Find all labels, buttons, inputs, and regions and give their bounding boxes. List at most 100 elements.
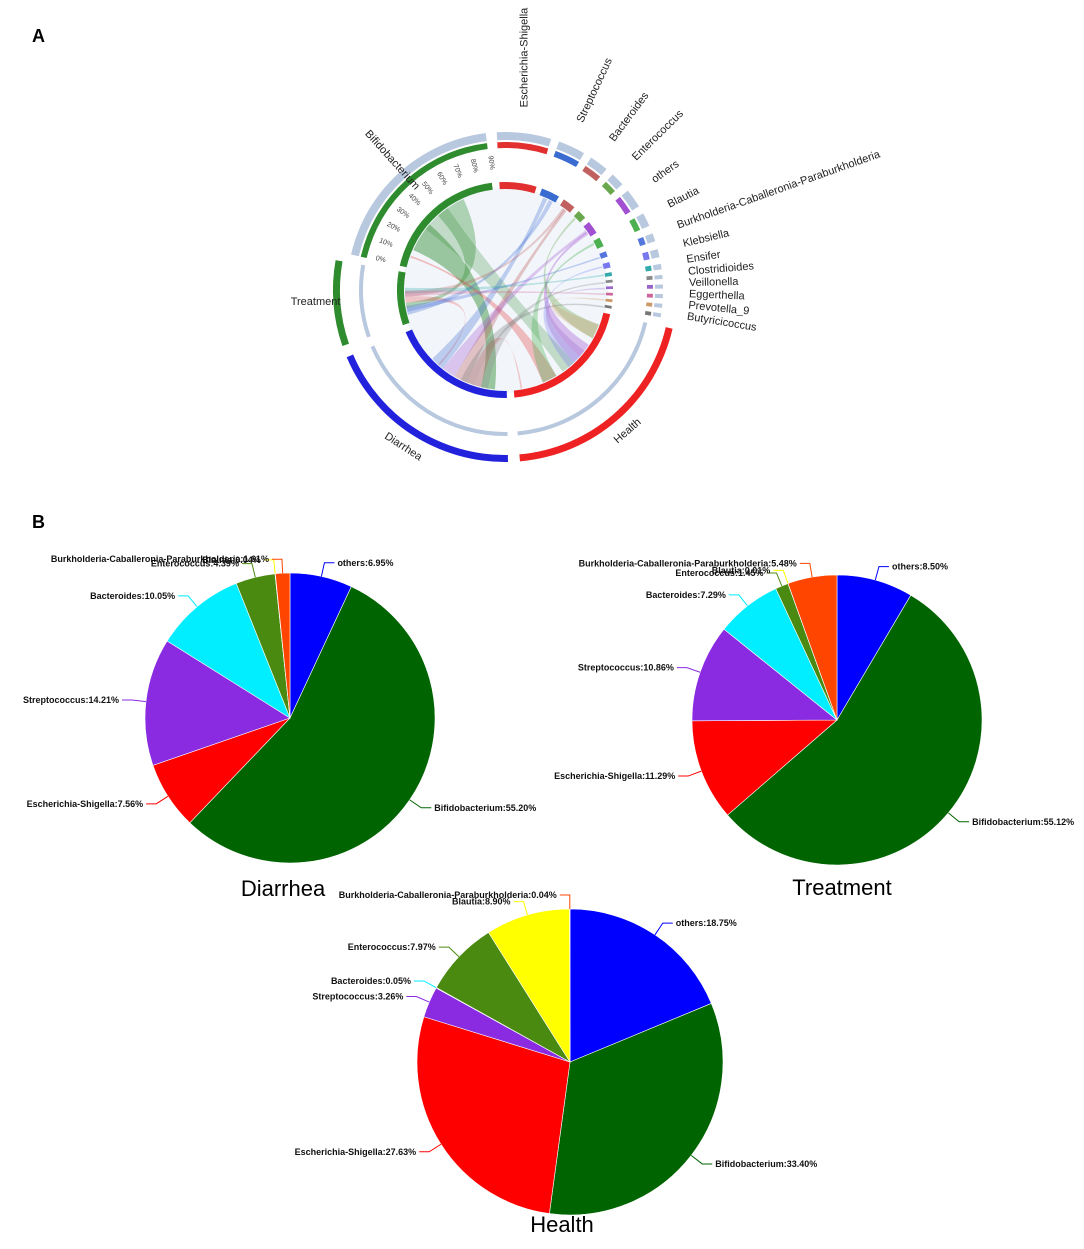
pie-leader-burkholderia-caballeronia-paraburkholderia	[799, 562, 813, 578]
chord-mid-arc-health	[517, 321, 648, 436]
pie-slice-streptococcus	[691, 628, 838, 722]
chord-ribbon-streptococcus-diarrhea	[432, 197, 548, 369]
chord-tick-label: 30%	[395, 206, 410, 220]
chord-outer-arc-prevotella-9	[654, 303, 663, 308]
chord-inner-arc-ensifer	[604, 272, 613, 277]
chord-inner-arc-butyricicoccus	[604, 304, 612, 309]
chord-mid-arc-ensifer	[645, 265, 652, 272]
pie-leader-others	[874, 566, 889, 581]
chord-mid-arc-prevotella-9	[646, 302, 653, 307]
pie-label-streptococcus: Streptococcus:14.21%	[23, 695, 119, 705]
pie-label-escherichia-shigella: Escherichia-Shigella:27.63%	[295, 1147, 417, 1157]
chord-ribbon-bifidobacterium-diarrhea	[413, 224, 497, 390]
pie-label-bifidobacterium: Bifidobacterium:55.20%	[434, 803, 536, 813]
pie-label-blautia: Blautia:0.04%	[202, 555, 261, 565]
pie-slice-streptococcus	[144, 640, 291, 766]
chord-inner-arc-eggerthella	[605, 292, 613, 296]
chord-inner-arc-clostridioides	[605, 279, 613, 283]
chord-ribbon-klebsiella-health	[543, 266, 603, 368]
chord-inner-arc-burkholderia-caballeronia-paraburkholderia	[599, 251, 608, 259]
pie-title-treatment: Treatment	[792, 875, 891, 900]
chord-mid-arc-eggerthella	[646, 293, 653, 298]
chord-outer-arc-klebsiella	[649, 249, 660, 259]
pie-label-others: others:18.75%	[676, 918, 737, 928]
chord-label-streptococcus: Streptococcus	[575, 56, 616, 125]
chord-ribbon-burkholderia-caballeronia-paraburkholderia-treatment	[406, 256, 600, 312]
pie-leader-enterococcus	[241, 563, 256, 578]
chord-outer-arc-streptococcus	[556, 141, 584, 161]
chord-ribbon-bacteroides-diarrhea	[454, 209, 567, 383]
pie-label-escherichia-shigella: Escherichia-Shigella:7.56%	[27, 799, 144, 809]
pie-leader-others	[654, 922, 673, 936]
chord-ribbon-bifidobacterium-health	[425, 208, 575, 372]
chord-tick-label: 60%	[435, 171, 448, 187]
pie-slice-blautia	[488, 908, 571, 1064]
pie-leader-escherichia-shigella	[419, 1143, 442, 1153]
pie-leader-blautia	[263, 559, 276, 574]
chord-inner-arc-veillonella	[605, 286, 613, 290]
chord-diagram: 0%10%20%30%40%50%60%70%80%90%Bifidobacte…	[291, 7, 883, 464]
pie-label-burkholderia-caballeronia-paraburkholderia: Burkholderia-Caballeronia-Paraburkholder…	[51, 554, 269, 564]
pie-charts: others:6.95% Bifidobacterium:55.20% Escher…	[23, 554, 1074, 1237]
chord-mid-arc-butyricicoccus	[644, 310, 652, 316]
chord-inner-arc-prevotella-9	[605, 298, 613, 303]
chord-mid-arc-streptococcus	[553, 150, 579, 168]
pie-leader-blautia	[773, 569, 789, 584]
chord-mid-arc-veillonella	[646, 284, 653, 289]
pie-label-bacteroides: Bacteroides:0.05%	[331, 976, 411, 986]
chord-outer-arc-blautia	[636, 213, 650, 229]
chord-outer-arc-bacteroides	[586, 157, 607, 176]
chord-ribbon-others-diarrhea	[442, 230, 588, 377]
chord-ribbon-butyricicoccus-diarrhea	[460, 303, 604, 386]
chord-inner-arc-escherichia-shigella	[499, 182, 537, 194]
chord-label-bacteroides: Bacteroides	[607, 90, 651, 144]
chord-inner-arc-others	[583, 222, 597, 237]
pie-leader-burkholderia-caballeronia-paraburkholderia	[271, 558, 284, 574]
pie-leader-bifidobacterium	[948, 812, 970, 823]
chord-mid-arc-treatment	[359, 264, 371, 338]
chord-tick-label: 50%	[420, 181, 434, 196]
chord-outer-arc-eggerthella	[654, 293, 663, 299]
chord-ribbon-enterococcus-health	[543, 217, 599, 339]
chord-outer-arc-veillonella	[654, 284, 663, 289]
chord-outer-arc-treatment	[333, 260, 349, 346]
chord-outer-arc-health	[519, 327, 673, 462]
pie-label-blautia: Blautia:0.01%	[712, 565, 771, 575]
pie-label-enterococcus: Enterococcus:7.97%	[348, 942, 436, 952]
pie-leader-bacteroides	[413, 980, 437, 989]
chord-outer-arc-butyricicoccus	[652, 312, 662, 318]
pie-label-bacteroides: Bacteroides:10.05%	[90, 591, 175, 601]
pie-label-bifidobacterium: Bifidobacterium:33.40%	[715, 1159, 817, 1169]
chord-ribbon-prevotella-9-health	[551, 297, 605, 339]
pie-slice-bifidobacterium	[727, 594, 983, 866]
pie-leader-blautia	[513, 901, 528, 916]
pie-leader-bacteroides	[728, 594, 748, 607]
chord-ribbon-eggerthella-treatment	[405, 290, 605, 297]
pie-leader-streptococcus	[406, 996, 430, 1003]
pie-leader-bifidobacterium	[409, 799, 432, 809]
chord-tick-label: 40%	[407, 192, 422, 207]
chord-outer-arc-escherichia-shigella	[496, 132, 552, 147]
pie-label-enterococcus: Enterococcus:4.39%	[151, 559, 239, 569]
pie-treatment: others:8.50%Bifidobacterium:55.12%Escher…	[554, 558, 1074, 900]
chord-inner-arc-diarrhea	[405, 329, 507, 398]
chord-ribbon-clostridioides-diarrhea	[474, 281, 605, 389]
chord-ribbon-veillonella-health	[545, 287, 605, 363]
pie-title-health: Health	[530, 1212, 594, 1237]
chord-label-escherichia-shigella: Escherichia-Shigella	[518, 7, 530, 108]
pie-label-others: others:6.95%	[337, 558, 393, 568]
chord-ribbon-others-health	[543, 231, 589, 357]
pie-slice-escherichia-shigella	[691, 719, 838, 816]
chord-outer-arc-clostridioides	[654, 274, 663, 280]
chord-outer-arc-others	[621, 190, 639, 211]
chord-tick-label: 0%	[375, 255, 386, 264]
chord-inner-arc-enterococcus	[573, 211, 586, 223]
panel-label-a: A	[32, 26, 45, 46]
chord-mid-arc-escherichia-shigella	[497, 142, 549, 155]
chord-label-eggerthella: Eggerthella	[689, 288, 746, 302]
chord-label-others: others	[650, 158, 682, 186]
pie-title-diarrhea: Diarrhea	[241, 876, 326, 901]
chord-label-treatment: Treatment	[291, 296, 341, 308]
chord-ribbon-escherichia-shigella-diarrhea	[467, 337, 523, 389]
